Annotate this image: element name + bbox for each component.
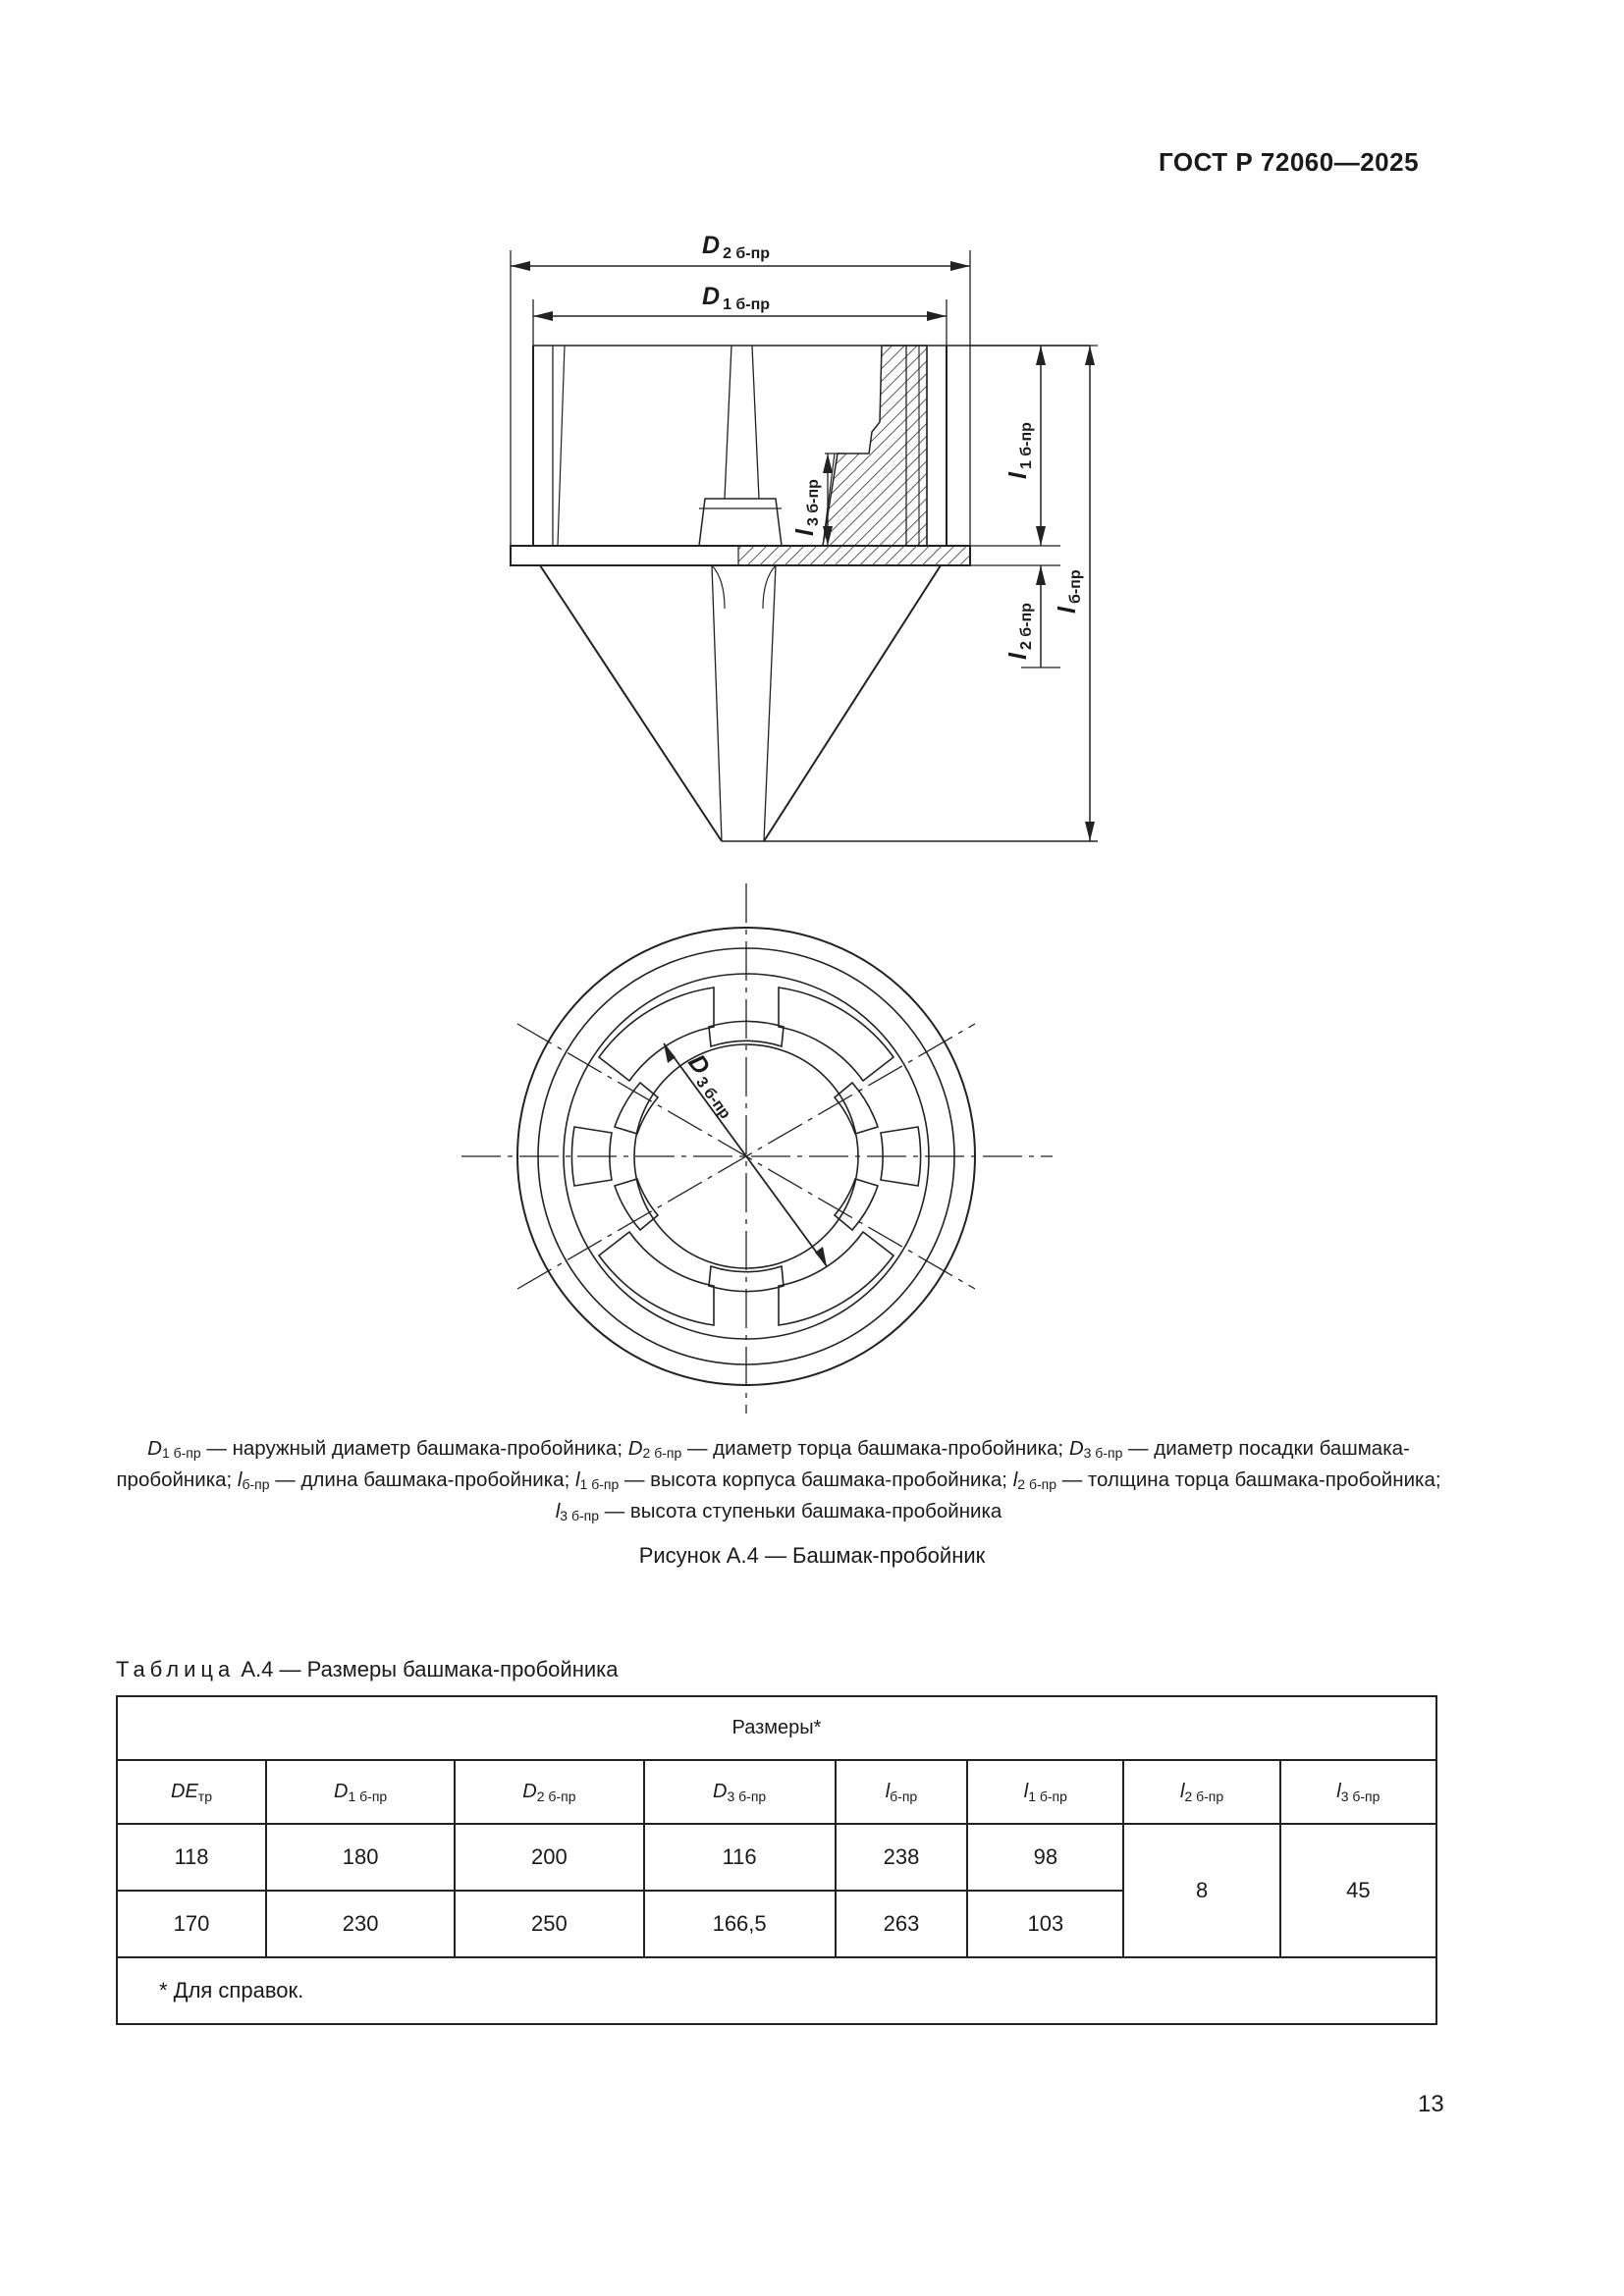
column-header: D2 б-пр xyxy=(454,1759,645,1825)
legend-item: l3 б-пр — высота ступеньки башмака-пробо… xyxy=(555,1500,1002,1523)
table-title-text: А.4 — Размеры башмака-пробойника xyxy=(241,1657,619,1682)
table-title: Таблица А.4 — Размеры башмака-пробойника xyxy=(116,1657,618,1682)
legend-item: D3 б-пр — диаметр посадки башмака-пробой… xyxy=(116,1437,1410,1491)
legend-item: l2 б-пр — толщина торца башмака-пробойни… xyxy=(1012,1468,1441,1492)
legend-item: l1 б-пр — высота корпуса башмака-пробойн… xyxy=(574,1468,1013,1492)
figure-caption: Рисунок А.4 — Башмак-пробойник xyxy=(638,1543,986,1568)
page-number: 13 xyxy=(1418,2091,1444,2117)
table-cell: 230 xyxy=(264,1890,457,1958)
table-cell: 250 xyxy=(454,1890,645,1958)
table-cell: 118 xyxy=(116,1823,267,1892)
label-l2: l2 б-пр xyxy=(1004,603,1035,660)
dimensions-table: Размеры* DEтр D1 б-пр D2 б-пр D3 б-пр lб… xyxy=(116,1695,1438,2025)
label-D3: D3 б-пр xyxy=(680,1049,745,1122)
table-cell: 200 xyxy=(454,1823,645,1892)
table-row: 118 180 200 116 238 98 8 45 xyxy=(116,1823,1438,1958)
top-view xyxy=(461,883,1053,1414)
table-group-header: Размеры* xyxy=(116,1695,1437,1761)
column-header: l1 б-пр xyxy=(966,1759,1125,1825)
table-cell: 263 xyxy=(834,1890,969,1958)
legend-item: lб-пр — длина башмака-пробойника; xyxy=(237,1468,575,1492)
table-footnote: * Для справок. xyxy=(116,1956,1437,2025)
legend-item: D2 б-пр — диаметр торца башмака-пробойни… xyxy=(627,1437,1069,1461)
table-title-prefix: Таблица xyxy=(116,1657,236,1682)
label-l: lб-пр xyxy=(1054,569,1084,614)
table-cell: 166,5 xyxy=(642,1890,837,1958)
column-header: D1 б-пр xyxy=(264,1759,457,1825)
label-l3: l3 б-пр xyxy=(791,479,822,536)
table-cell: 116 xyxy=(642,1823,837,1892)
legend-item: D1 б-пр — наружный диаметр башмака-пробо… xyxy=(147,1437,628,1461)
column-header: l3 б-пр xyxy=(1278,1759,1438,1825)
label-l1: l1 б-пр xyxy=(1004,422,1035,479)
table-cell: 98 xyxy=(966,1823,1125,1892)
side-view xyxy=(510,250,1098,842)
table-cell: 103 xyxy=(966,1890,1125,1958)
table-cell-merged: 45 xyxy=(1278,1823,1438,1958)
figure-legend: D1 б-пр — наружный диаметр башмака-пробо… xyxy=(116,1435,1441,1529)
table-cell: 180 xyxy=(264,1823,457,1892)
table-cell: 238 xyxy=(834,1823,969,1892)
document-code: ГОСТ Р 72060—2025 xyxy=(1159,147,1420,177)
column-header: DEтр xyxy=(116,1759,267,1825)
column-header: lб-пр xyxy=(834,1759,969,1825)
column-header: D3 б-пр xyxy=(642,1759,837,1825)
table-cell-merged: 8 xyxy=(1122,1823,1281,1958)
table-cell: 170 xyxy=(116,1890,267,1958)
table-row: 170 230 250 166,5 263 103 xyxy=(116,1890,1436,1958)
column-header: l2 б-пр xyxy=(1122,1759,1281,1825)
